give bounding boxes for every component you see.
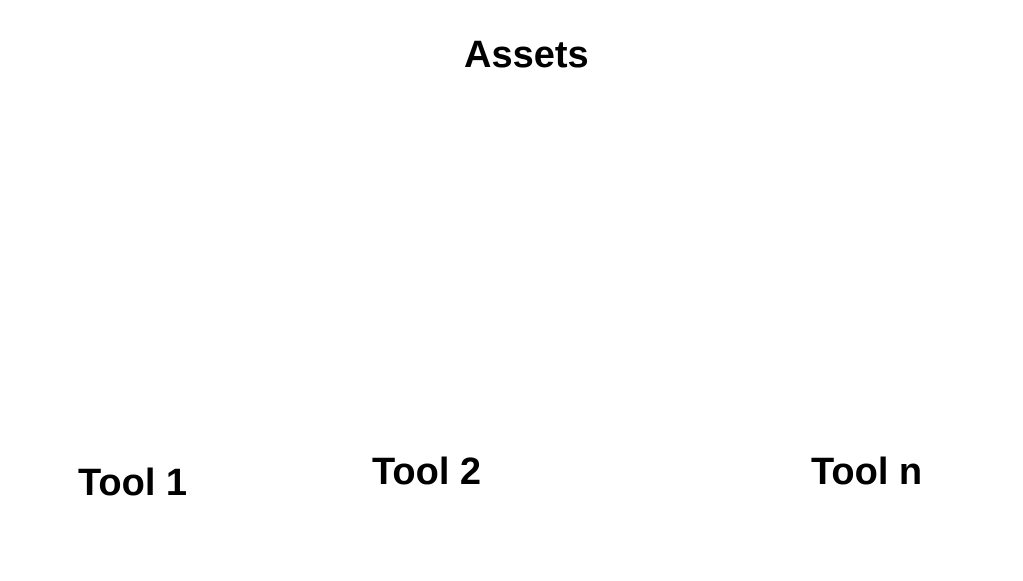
tool-2-label: Tool 2: [372, 451, 482, 493]
tool-1-label: Tool 1: [78, 462, 188, 504]
tool-n-label: Tool n: [811, 451, 923, 493]
assets-title: Assets: [464, 34, 589, 76]
